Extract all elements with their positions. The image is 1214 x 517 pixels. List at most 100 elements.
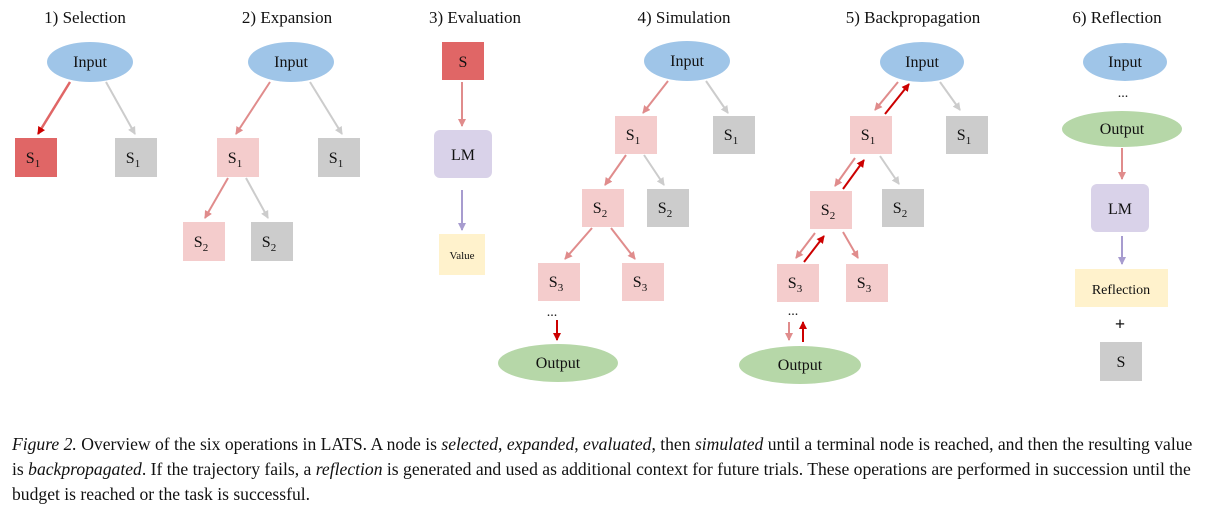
- input-node: [248, 42, 334, 82]
- s2-node-pink: [582, 189, 624, 227]
- panel-expansion: Input S1 S1 S2 S2: [183, 42, 360, 261]
- s3-label: S3: [788, 275, 803, 295]
- input-label: Input: [670, 53, 704, 70]
- s2-label: S2: [593, 200, 607, 220]
- s2-label: S2: [821, 202, 835, 222]
- panel-title-reflection: 6) Reflection: [1072, 8, 1162, 27]
- output-node: [498, 344, 618, 382]
- figure-caption: Figure 2. Overview of the six operations…: [12, 432, 1204, 507]
- s1-label: S1: [329, 150, 343, 170]
- panel-evaluation: S LM Value: [434, 42, 492, 275]
- caption-emphasis: reflection: [315, 459, 383, 479]
- s2-label: S2: [893, 200, 907, 220]
- panel-selection: Input S1 S1: [15, 42, 157, 177]
- lm-box: [434, 130, 492, 178]
- s1-node-selected: [15, 138, 57, 177]
- s1-node-gray: [318, 138, 360, 177]
- s1-node-gray: [713, 116, 755, 154]
- caption-text: ,: [498, 434, 507, 454]
- panel-title-expansion: 2) Expansion: [242, 8, 333, 27]
- caption-emphasis: backpropagated: [28, 459, 142, 479]
- caption-text: ,: [574, 434, 584, 454]
- input-node: [644, 41, 730, 81]
- output-label: Output: [536, 355, 581, 372]
- s2-label: S2: [658, 200, 672, 220]
- edge-input-s1-gray: [105, 81, 136, 135]
- s3-label: S3: [857, 275, 872, 295]
- s3-node-pink: [846, 264, 888, 302]
- edge-s1-s2-gray: [879, 155, 900, 185]
- lats-operations-diagram: 1) Selection 2) Expansion 3) Evaluation …: [15, 8, 1182, 384]
- s2-node-gray: [251, 222, 293, 261]
- s3-node-pink: [622, 263, 664, 301]
- edge-input-s1-selected: [36, 81, 72, 135]
- edge-input-s1-down: [874, 81, 899, 111]
- edge-s2-s3: [564, 227, 593, 260]
- reflection-label: Reflection: [1092, 283, 1150, 298]
- panel-title-backpropagation: 5) Backpropagation: [846, 8, 981, 27]
- caption-text: Overview of the six operations in LATS. …: [76, 434, 442, 454]
- s-node-red: [442, 42, 484, 80]
- output-node: [1062, 111, 1182, 147]
- edge-input-s1-gray: [309, 81, 343, 135]
- caption-text: until a terminal node is reached, and th…: [12, 434, 1193, 479]
- edge-input-s1: [642, 80, 669, 114]
- lm-label: LM: [451, 147, 475, 164]
- edge-input-s1-gray: [705, 80, 729, 114]
- caption-text: . If the trajectory fails, a: [141, 459, 316, 479]
- output-node: [739, 346, 861, 384]
- ellipsis: ...: [788, 304, 799, 319]
- s1-node-pink: [615, 116, 657, 154]
- input-node: [1083, 43, 1167, 81]
- ellipsis: ...: [547, 305, 558, 320]
- edge-s1-input-up: [884, 83, 910, 115]
- s2-node-pink: [810, 191, 852, 229]
- edge-s2-s3-down: [795, 232, 816, 259]
- s3-node-pink: [538, 263, 580, 301]
- s1-label: S1: [126, 150, 140, 170]
- output-label: Output: [1100, 121, 1145, 138]
- s3-node-pink: [777, 264, 819, 302]
- s1-node-pink: [850, 116, 892, 154]
- s2-label: S2: [262, 234, 276, 254]
- plus-sign: +: [1115, 314, 1125, 334]
- panel-title-evaluation: 3) Evaluation: [429, 8, 522, 27]
- edge-s2-s3-right: [610, 227, 636, 260]
- edge-s1-s2: [204, 177, 229, 219]
- output-label: Output: [778, 357, 823, 374]
- edge-s1-s2-gray: [643, 154, 665, 186]
- s2-node-gray: [647, 189, 689, 227]
- edge-s3-s2-up: [803, 235, 825, 263]
- caption-emphasis: evaluated: [583, 434, 652, 454]
- input-label: Input: [73, 54, 107, 71]
- s1-label: S1: [228, 150, 242, 170]
- s1-label: S1: [957, 127, 971, 147]
- ellipsis: ...: [1118, 86, 1129, 101]
- s1-node-gray: [946, 116, 988, 154]
- s2-label: S2: [194, 234, 208, 254]
- s1-label: S1: [724, 127, 738, 147]
- s1-node-gray: [115, 138, 157, 177]
- edge-s1-s2: [604, 154, 627, 186]
- value-label: Value: [449, 250, 474, 262]
- input-label: Input: [1108, 54, 1142, 71]
- panel-backpropagation: Input S1 S1 S2 S2 S3 S3 ... Output: [739, 42, 988, 384]
- caption-emphasis: selected: [441, 434, 499, 454]
- edge-s2-s3-right: [842, 231, 859, 259]
- reflection-box: [1075, 269, 1168, 307]
- edge-s1-s2-gray: [245, 177, 269, 219]
- s1-label: S1: [626, 127, 640, 147]
- s-label: S: [459, 54, 468, 71]
- input-label: Input: [905, 54, 939, 71]
- caption-text: is generated and used as additional cont…: [12, 459, 1191, 504]
- caption-emphasis: simulated: [694, 434, 764, 454]
- edge-input-s1: [235, 81, 271, 135]
- panel-title-selection: 1) Selection: [44, 8, 126, 27]
- s1-node-pink: [217, 138, 259, 177]
- panel-reflection: Input ... Output LM Reflection + S: [1062, 43, 1182, 381]
- panel-title-simulation: 4) Simulation: [637, 8, 731, 27]
- s2-node-pink: [183, 222, 225, 261]
- panel-simulation: Input S1 S1 S2 S2 S3 S3 ... Output: [498, 41, 755, 382]
- lm-label: LM: [1108, 201, 1132, 218]
- s1-label: S1: [26, 150, 40, 170]
